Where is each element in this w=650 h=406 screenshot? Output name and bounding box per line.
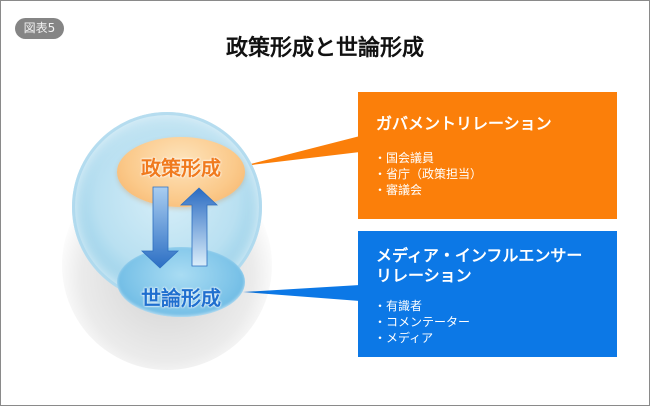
list-item: 有識者 — [378, 298, 470, 314]
list-item: 省庁（政策担当） — [378, 166, 482, 182]
list-item: コメンテーター — [378, 314, 470, 330]
figure-badge: 図表5 — [15, 18, 64, 39]
down-arrow-icon — [140, 186, 180, 269]
up-arrow-icon — [179, 187, 219, 267]
list-item: 審議会 — [378, 182, 482, 198]
blue-connector — [243, 285, 360, 301]
media-relations-title: メディア・インフルエンサー リレーション — [376, 246, 582, 286]
figure-title: 政策形成と世論形成 — [225, 36, 424, 61]
list-item: 国会議員 — [378, 150, 482, 166]
government-relations-box: ガバメントリレーション 国会議員 省庁（政策担当） 審議会 — [358, 92, 617, 219]
policy-formation-node — [117, 137, 245, 207]
government-relations-list: 国会議員 省庁（政策担当） 審議会 — [378, 150, 482, 198]
media-relations-title-line1: メディア・インフルエンサー — [376, 246, 583, 265]
media-relations-box: メディア・インフルエンサー リレーション 有識者 コメンテーター メディア — [358, 231, 617, 357]
government-relations-title: ガバメントリレーション — [376, 114, 552, 133]
policy-formation-label: 政策形成 — [141, 156, 221, 180]
media-relations-list: 有識者 コメンテーター メディア — [378, 298, 470, 346]
public-opinion-node — [117, 247, 245, 317]
media-relations-title-line2: リレーション — [376, 266, 472, 285]
list-item: メディア — [378, 330, 470, 346]
orange-connector — [243, 136, 360, 166]
public-opinion-label: 世論形成 — [141, 286, 221, 310]
